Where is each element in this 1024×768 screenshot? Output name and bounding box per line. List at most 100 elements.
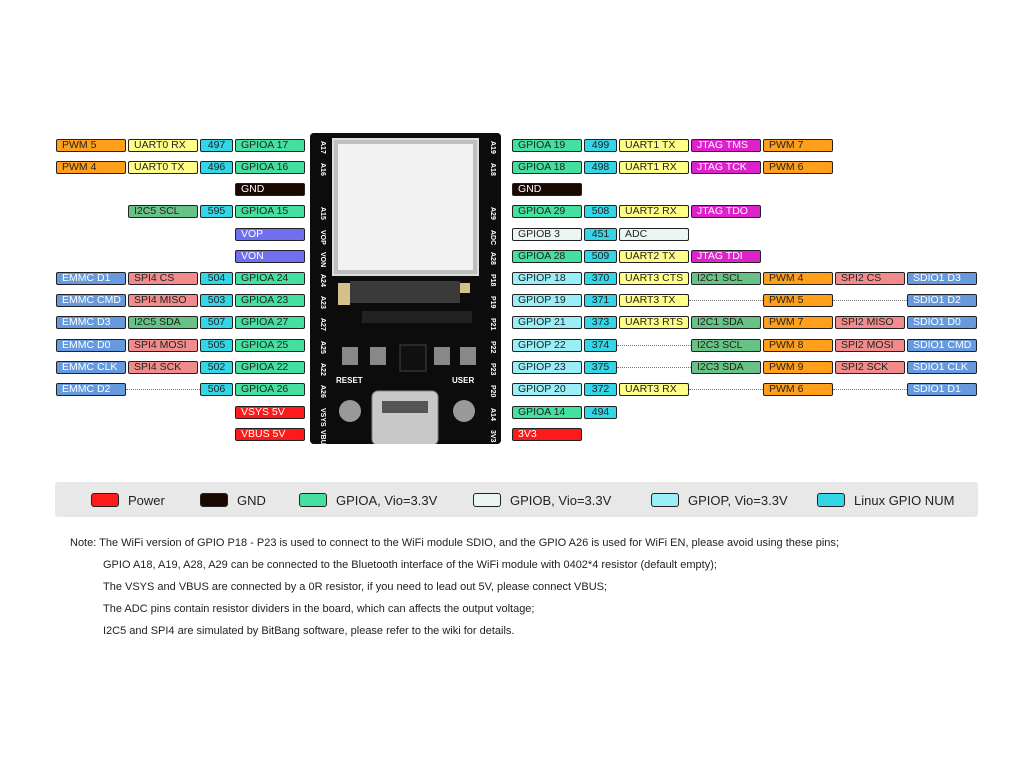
legend-item: GPIOP, Vio=3.3V <box>651 492 788 508</box>
legend-swatch <box>200 493 228 507</box>
pin-num-label: 509 <box>584 250 617 263</box>
board-pin-name: A14 <box>489 408 496 421</box>
pin-spi-label: SPI2 CS <box>835 272 905 285</box>
pin-pwm-label: PWM 9 <box>763 361 833 374</box>
pin-num-label: 373 <box>584 316 617 329</box>
note-line: I2C5 and SPI4 are simulated by BitBang s… <box>103 625 515 637</box>
pin-gpioa-label: GPIOA 16 <box>235 161 305 174</box>
note-line: Note: The WiFi version of GPIO P18 - P23… <box>70 537 839 549</box>
board-pin-name: P18 <box>489 274 496 287</box>
pin-spi-label: SPI2 MISO <box>835 316 905 329</box>
pin-gpiop-label: GPIOP 19 <box>512 294 582 307</box>
pin-i2c3-label: I2C3 SCL <box>691 339 761 352</box>
board-pin-name: P22 <box>489 341 496 354</box>
pin-vo-label: VON <box>235 250 305 263</box>
pin-emmc-label: EMMC CMD <box>56 294 126 307</box>
pin-gpiop-label: GPIOP 21 <box>512 316 582 329</box>
pin-gpioa-label: GPIOA 19 <box>512 139 582 152</box>
pin-spi-label: SPI2 MOSI <box>835 339 905 352</box>
note-line: The ADC pins contain resistor dividers i… <box>103 603 535 615</box>
pin-gpiob-label: GPIOB 3 <box>512 228 582 241</box>
pin-emmc-label: EMMC D2 <box>56 383 126 396</box>
pin-num-label: 502 <box>200 361 233 374</box>
pin-gnd-label: GND <box>235 183 305 196</box>
pin-num-label: 374 <box>584 339 617 352</box>
pin-jtag-label: JTAG TDI <box>691 250 761 263</box>
pin-pwm-label: PWM 8 <box>763 339 833 352</box>
note-line: GPIO A18, A19, A28, A29 can be connected… <box>103 559 717 571</box>
legend-swatch <box>91 493 119 507</box>
board-pin-name: P21 <box>489 318 496 331</box>
pin-sdio-label: SDIO1 D0 <box>907 316 977 329</box>
pin-num-label: 371 <box>584 294 617 307</box>
board-pin-name: A28 <box>489 252 496 265</box>
legend-item: Power <box>91 492 165 508</box>
board-pin-name: VSYS <box>319 408 326 427</box>
legend-label: Power <box>128 492 165 508</box>
pin-pwm-label: PWM 7 <box>763 316 833 329</box>
pin-gpioa-label: GPIOA 17 <box>235 139 305 152</box>
board-pin-name: 3V3 <box>489 430 496 443</box>
pin-pwm-label: PWM 5 <box>763 294 833 307</box>
board-pin-name: A27 <box>319 318 326 331</box>
pin-jtag-label: JTAG TCK <box>691 161 761 174</box>
pin-uart-label: UART0 TX <box>128 161 198 174</box>
pin-gpioa-label: GPIOA 28 <box>512 250 582 263</box>
pin-num-label: 505 <box>200 339 233 352</box>
pin-gpiop-label: GPIOP 22 <box>512 339 582 352</box>
pin-spi-label: SPI2 SCK <box>835 361 905 374</box>
pin-pwr-label: 3V3 <box>512 428 582 441</box>
pin-pwm-label: PWM 7 <box>763 139 833 152</box>
connector-dots <box>833 300 907 301</box>
legend-label: GPIOB, Vio=3.3V <box>510 492 612 508</box>
board-pin-name: A25 <box>319 341 326 354</box>
legend-item: GPIOB, Vio=3.3V <box>473 492 611 508</box>
pin-uart-label: UART3 RX <box>619 383 689 396</box>
reset-label: RESET <box>336 376 363 385</box>
pin-num-label: 503 <box>200 294 233 307</box>
pin-gpioa-label: GPIOA 26 <box>235 383 305 396</box>
pin-uart-label: UART3 RTS <box>619 316 689 329</box>
board-pin-name: VON <box>319 252 326 268</box>
board-pin-name: P19 <box>489 296 496 309</box>
pin-gpioa-label: GPIOA 18 <box>512 161 582 174</box>
legend-item: GND <box>200 492 266 508</box>
board-pin-name: A26 <box>319 385 326 398</box>
pin-spi-label: SPI4 SCK <box>128 361 198 374</box>
pin-gpiop-label: GPIOP 20 <box>512 383 582 396</box>
board-pin-name: ADC <box>489 230 496 246</box>
pin-pwr-label: VSYS 5V <box>235 406 305 419</box>
board-graphic <box>310 133 501 446</box>
legend-label: GPIOA, Vio=3.3V <box>336 492 438 508</box>
pin-i2c-label: I2C5 SCL <box>128 205 198 218</box>
pin-pwr-label: VBUS 5V <box>235 428 305 441</box>
pin-gpioa-label: GPIOA 14 <box>512 406 582 419</box>
board-pin-name: A19 <box>489 141 496 154</box>
pin-adc-label: ADC <box>619 228 689 241</box>
legend-item: Linux GPIO NUM <box>817 492 954 508</box>
legend-swatch <box>473 493 501 507</box>
pin-emmc-label: EMMC CLK <box>56 361 126 374</box>
board-pin-name: A18 <box>489 163 496 176</box>
pin-num-label: 375 <box>584 361 617 374</box>
pin-gpiop-label: GPIOP 18 <box>512 272 582 285</box>
pin-num-label: 507 <box>200 316 233 329</box>
pin-gpioa-label: GPIOA 25 <box>235 339 305 352</box>
board-pin-name: A15 <box>319 207 326 220</box>
user-label: USER <box>452 376 475 385</box>
pin-num-label: 451 <box>584 228 617 241</box>
pin-emmc-label: EMMC D3 <box>56 316 126 329</box>
board-pin-name: VBUS <box>319 430 326 450</box>
pin-vo-label: VOP <box>235 228 305 241</box>
pin-uart-label: UART2 RX <box>619 205 689 218</box>
pin-uart-label: UART0 RX <box>128 139 198 152</box>
pin-num-label: 370 <box>584 272 617 285</box>
pin-sdio-label: SDIO1 D3 <box>907 272 977 285</box>
pin-uart-label: UART2 TX <box>619 250 689 263</box>
pin-i2c-label: I2C1 SCL <box>691 272 761 285</box>
connector-dots <box>617 367 691 368</box>
pin-spi-label: SPI4 MISO <box>128 294 198 307</box>
pin-emmc-label: EMMC D1 <box>56 272 126 285</box>
pin-pwm-label: PWM 6 <box>763 383 833 396</box>
connector-dots <box>833 389 907 390</box>
